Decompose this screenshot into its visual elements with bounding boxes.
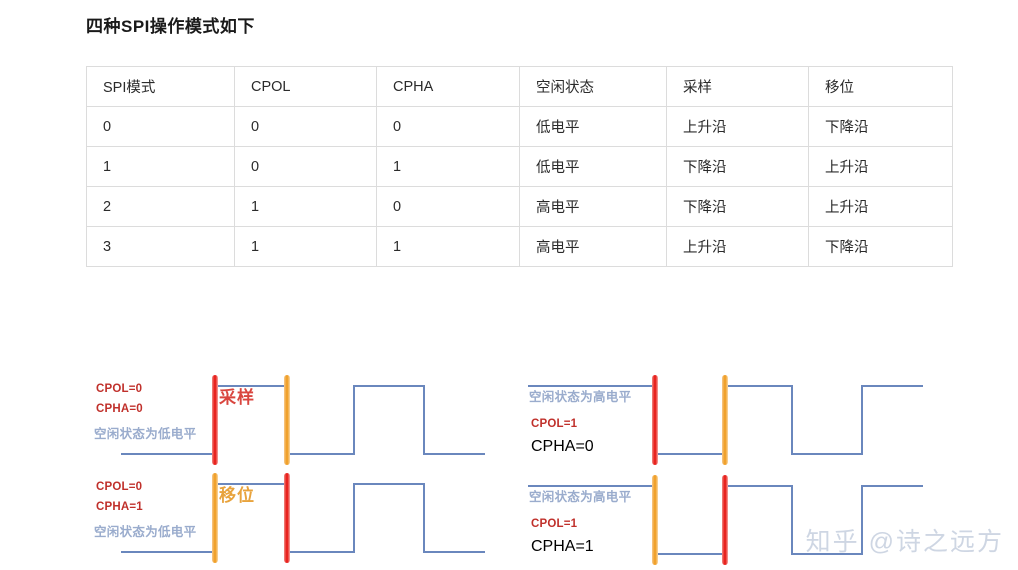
panel-idle-state-label: 空闲状态为低电平 — [94, 427, 197, 441]
column-header-idle-state: 空闲状态 — [519, 66, 667, 107]
cell-cpol: 0 — [234, 106, 377, 147]
signal-low-segment — [791, 553, 863, 555]
cell-cpol: 0 — [234, 146, 377, 187]
watermark: 知乎 @诗之远方 — [805, 528, 1004, 556]
clock-edge-bar-shift — [722, 375, 728, 465]
cell-idle-state: 低电平 — [519, 146, 667, 187]
cell-spi-mode: 2 — [86, 186, 235, 227]
signal-low-segment — [423, 551, 485, 553]
spi-timing-diagram: CPOL=0 CPHA=0 空闲状态为低电平 采样 CPOL=0 CPHA=1 … — [0, 355, 1018, 570]
signal-falling-edge — [423, 483, 425, 553]
signal-low-segment — [423, 453, 485, 455]
panel-cpha-label: CPHA=0 — [531, 438, 594, 455]
panel-idle-state-label: 空闲状态为高电平 — [529, 490, 632, 504]
signal-low-segment — [654, 553, 726, 555]
signal-high-segment — [724, 385, 793, 387]
column-header-cpha: CPHA — [376, 66, 520, 107]
spi-mode-table-wrapper: SPI模式 CPOL CPHA 空闲状态 采样 移位 0 0 0 低电平 上升沿… — [86, 66, 953, 267]
page-title: 四种SPI操作模式如下 — [86, 17, 255, 36]
cell-spi-mode: 3 — [86, 226, 235, 267]
clock-edge-bar-sample — [212, 375, 218, 465]
panel-edge-label: 移位 — [219, 486, 255, 505]
cell-shift: 下降沿 — [808, 226, 953, 267]
cell-sample: 下降沿 — [666, 146, 809, 187]
signal-low-segment — [654, 453, 726, 455]
signal-rising-edge — [861, 485, 863, 555]
table-header-row: SPI模式 CPOL CPHA 空闲状态 采样 移位 — [86, 66, 953, 107]
panel-cpol-label: CPOL=0 — [96, 383, 143, 395]
table-row: 1 0 1 低电平 下降沿 上升沿 — [86, 146, 953, 187]
panel-idle-state-label: 空闲状态为低电平 — [94, 525, 197, 539]
cell-spi-mode: 0 — [86, 106, 235, 147]
cell-cpha: 1 — [376, 146, 520, 187]
cell-cpol: 1 — [234, 186, 377, 227]
signal-low-segment — [286, 551, 355, 553]
signal-falling-edge — [423, 385, 425, 455]
clock-edge-bar-shift — [212, 473, 218, 563]
cell-cpha: 1 — [376, 226, 520, 267]
signal-high-segment — [353, 385, 425, 387]
cell-shift: 下降沿 — [808, 106, 953, 147]
cell-shift: 上升沿 — [808, 186, 953, 227]
cell-sample: 上升沿 — [666, 106, 809, 147]
cell-cpol: 1 — [234, 226, 377, 267]
panel-cpha-label: CPHA=0 — [96, 403, 143, 415]
column-header-shift: 移位 — [808, 66, 953, 107]
cell-shift: 上升沿 — [808, 146, 953, 187]
panel-cpol-label: CPOL=1 — [531, 518, 578, 530]
signal-high-segment — [353, 483, 425, 485]
panel-cpha-label: CPHA=1 — [96, 501, 143, 513]
column-header-spi-mode: SPI模式 — [86, 66, 235, 107]
cell-spi-mode: 1 — [86, 146, 235, 187]
signal-rising-edge — [353, 385, 355, 455]
timing-panel-mode1: CPOL=0 CPHA=1 空闲状态为低电平 移位 — [0, 460, 500, 565]
panel-cpol-label: CPOL=0 — [96, 481, 143, 493]
cell-idle-state: 低电平 — [519, 106, 667, 147]
cell-sample: 上升沿 — [666, 226, 809, 267]
cell-idle-state: 高电平 — [519, 226, 667, 267]
signal-falling-edge — [791, 485, 793, 555]
cell-idle-state: 高电平 — [519, 186, 667, 227]
signal-high-segment — [528, 385, 656, 387]
signal-high-segment — [724, 485, 793, 487]
clock-edge-bar-shift — [284, 375, 290, 465]
cell-cpha: 0 — [376, 106, 520, 147]
column-header-sample: 采样 — [666, 66, 809, 107]
signal-high-segment — [861, 385, 923, 387]
cell-cpha: 0 — [376, 186, 520, 227]
panel-cpol-label: CPOL=1 — [531, 418, 578, 430]
signal-low-segment — [286, 453, 355, 455]
clock-edge-bar-sample — [652, 375, 658, 465]
signal-high-segment — [214, 483, 288, 485]
spi-mode-table: SPI模式 CPOL CPHA 空闲状态 采样 移位 0 0 0 低电平 上升沿… — [86, 66, 953, 267]
signal-falling-edge — [791, 385, 793, 455]
signal-low-segment — [121, 453, 216, 455]
panel-cpha-label: CPHA=1 — [531, 538, 594, 555]
timing-panel-mode2: 空闲状态为高电平 CPOL=1 CPHA=0 — [500, 355, 1018, 465]
signal-rising-edge — [861, 385, 863, 455]
table-row: 2 1 0 高电平 下降沿 上升沿 — [86, 186, 953, 227]
column-header-cpol: CPOL — [234, 66, 377, 107]
clock-edge-bar-sample — [722, 475, 728, 565]
table-row: 0 0 0 低电平 上升沿 下降沿 — [86, 106, 953, 147]
signal-low-segment — [791, 453, 863, 455]
panel-edge-label: 采样 — [219, 388, 255, 407]
signal-high-segment — [214, 385, 288, 387]
signal-low-segment — [121, 551, 216, 553]
table-row: 3 1 1 高电平 上升沿 下降沿 — [86, 226, 953, 267]
panel-idle-state-label: 空闲状态为高电平 — [529, 390, 632, 404]
signal-high-segment — [861, 485, 923, 487]
cell-sample: 下降沿 — [666, 186, 809, 227]
clock-edge-bar-sample — [284, 473, 290, 563]
timing-panel-mode3: 空闲状态为高电平 CPOL=1 CPHA=1 — [500, 460, 1018, 565]
signal-high-segment — [528, 485, 656, 487]
signal-rising-edge — [353, 483, 355, 553]
timing-panel-mode0: CPOL=0 CPHA=0 空闲状态为低电平 采样 — [0, 355, 500, 465]
clock-edge-bar-shift — [652, 475, 658, 565]
